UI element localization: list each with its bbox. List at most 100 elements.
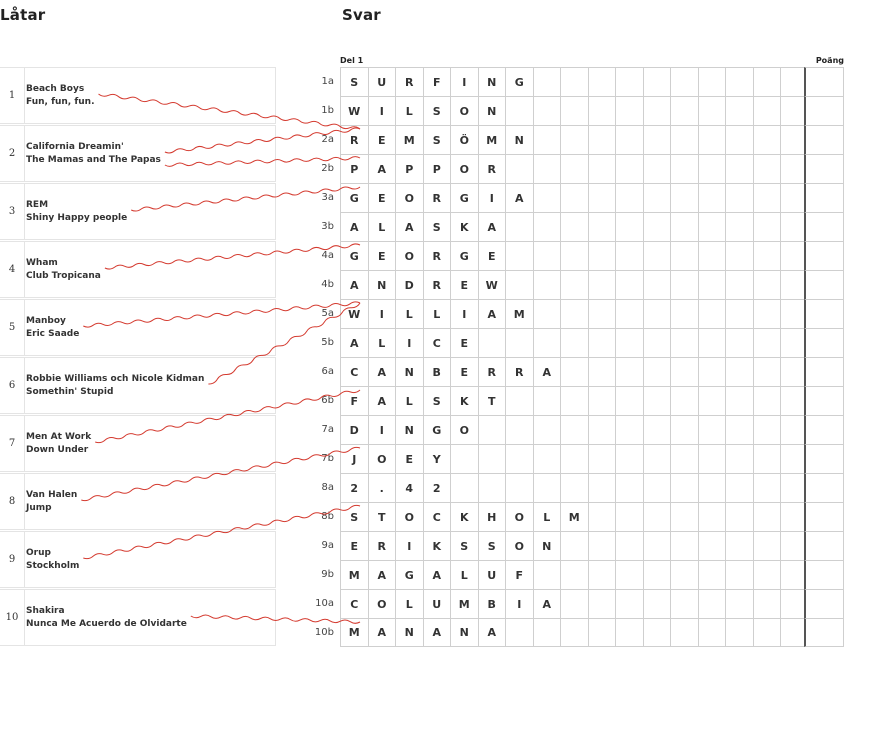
letter-cell[interactable]: R [395, 67, 423, 96]
letter-cell[interactable] [697, 502, 725, 531]
letter-cell[interactable]: R [477, 357, 505, 386]
letter-cell[interactable]: G [340, 183, 368, 212]
letter-cell[interactable] [532, 415, 560, 444]
letter-cell[interactable]: L [367, 328, 395, 357]
letter-cell[interactable]: N [450, 618, 478, 647]
letter-cell[interactable] [450, 444, 478, 473]
letter-cell[interactable] [670, 589, 698, 618]
letter-cell[interactable] [587, 531, 615, 560]
letter-cell[interactable] [615, 386, 643, 415]
letter-cell[interactable]: . [367, 473, 395, 502]
letter-cell[interactable]: Ö [450, 125, 478, 154]
letter-cell[interactable]: A [340, 270, 368, 299]
letter-cell[interactable] [532, 560, 560, 589]
points-cell[interactable] [804, 154, 844, 183]
letter-cell[interactable] [780, 618, 808, 647]
letter-cell[interactable] [615, 473, 643, 502]
letter-cell[interactable] [642, 502, 670, 531]
letter-cell[interactable] [752, 618, 780, 647]
letter-cell[interactable] [505, 270, 533, 299]
letter-cell[interactable] [505, 618, 533, 647]
letter-cell[interactable]: U [422, 589, 450, 618]
letter-cell[interactable] [642, 473, 670, 502]
letter-cell[interactable] [560, 96, 588, 125]
letter-cell[interactable] [670, 270, 698, 299]
letter-cell[interactable]: S [422, 125, 450, 154]
letter-cell[interactable] [752, 473, 780, 502]
letter-cell[interactable] [780, 444, 808, 473]
letter-cell[interactable] [725, 357, 753, 386]
letter-cell[interactable]: A [477, 618, 505, 647]
letter-cell[interactable] [697, 531, 725, 560]
letter-cell[interactable]: E [450, 357, 478, 386]
letter-cell[interactable]: O [395, 502, 423, 531]
letter-cell[interactable]: E [395, 444, 423, 473]
letter-cell[interactable] [587, 154, 615, 183]
letter-cell[interactable] [505, 444, 533, 473]
points-cell[interactable] [804, 299, 844, 328]
letter-cell[interactable] [752, 444, 780, 473]
points-cell[interactable] [804, 241, 844, 270]
letter-cell[interactable] [725, 328, 753, 357]
points-cell[interactable] [804, 502, 844, 531]
letter-cell[interactable] [587, 473, 615, 502]
letter-cell[interactable] [725, 67, 753, 96]
letter-cell[interactable] [697, 125, 725, 154]
letter-cell[interactable] [642, 386, 670, 415]
points-cell[interactable] [804, 415, 844, 444]
letter-cell[interactable]: L [395, 589, 423, 618]
letter-cell[interactable] [670, 618, 698, 647]
letter-cell[interactable] [615, 183, 643, 212]
letter-cell[interactable]: R [422, 270, 450, 299]
letter-cell[interactable] [587, 386, 615, 415]
letter-cell[interactable]: A [422, 560, 450, 589]
letter-cell[interactable] [560, 589, 588, 618]
letter-cell[interactable] [642, 67, 670, 96]
letter-cell[interactable]: 2 [340, 473, 368, 502]
letter-cell[interactable] [697, 328, 725, 357]
letter-cell[interactable]: A [367, 154, 395, 183]
letter-cell[interactable]: Y [422, 444, 450, 473]
letter-cell[interactable] [752, 357, 780, 386]
letter-cell[interactable]: N [532, 531, 560, 560]
letter-cell[interactable]: W [340, 96, 368, 125]
letter-cell[interactable] [780, 560, 808, 589]
letter-cell[interactable]: M [340, 618, 368, 647]
letter-cell[interactable] [615, 502, 643, 531]
letter-cell[interactable] [615, 270, 643, 299]
points-cell[interactable] [804, 357, 844, 386]
letter-cell[interactable]: E [367, 125, 395, 154]
letter-cell[interactable] [642, 299, 670, 328]
letter-cell[interactable]: S [477, 531, 505, 560]
letter-cell[interactable]: M [505, 299, 533, 328]
letter-cell[interactable]: G [505, 67, 533, 96]
letter-cell[interactable] [697, 589, 725, 618]
letter-cell[interactable] [642, 328, 670, 357]
points-cell[interactable] [804, 618, 844, 647]
letter-cell[interactable]: M [560, 502, 588, 531]
points-cell[interactable] [804, 560, 844, 589]
letter-cell[interactable]: O [505, 502, 533, 531]
letter-cell[interactable] [587, 357, 615, 386]
letter-cell[interactable] [780, 589, 808, 618]
letter-cell[interactable] [560, 473, 588, 502]
letter-cell[interactable] [670, 357, 698, 386]
letter-cell[interactable] [505, 154, 533, 183]
letter-cell[interactable] [642, 618, 670, 647]
letter-cell[interactable]: B [477, 589, 505, 618]
letter-cell[interactable]: I [477, 183, 505, 212]
letter-cell[interactable] [587, 270, 615, 299]
letter-cell[interactable]: 4 [395, 473, 423, 502]
letter-cell[interactable]: O [367, 589, 395, 618]
letter-cell[interactable]: K [450, 212, 478, 241]
letter-cell[interactable]: C [340, 357, 368, 386]
letter-cell[interactable] [615, 96, 643, 125]
letter-cell[interactable] [752, 299, 780, 328]
letter-cell[interactable] [670, 183, 698, 212]
letter-cell[interactable] [752, 502, 780, 531]
letter-cell[interactable]: O [505, 531, 533, 560]
letter-cell[interactable] [505, 386, 533, 415]
letter-cell[interactable] [560, 531, 588, 560]
letter-cell[interactable]: R [422, 183, 450, 212]
points-cell[interactable] [804, 589, 844, 618]
